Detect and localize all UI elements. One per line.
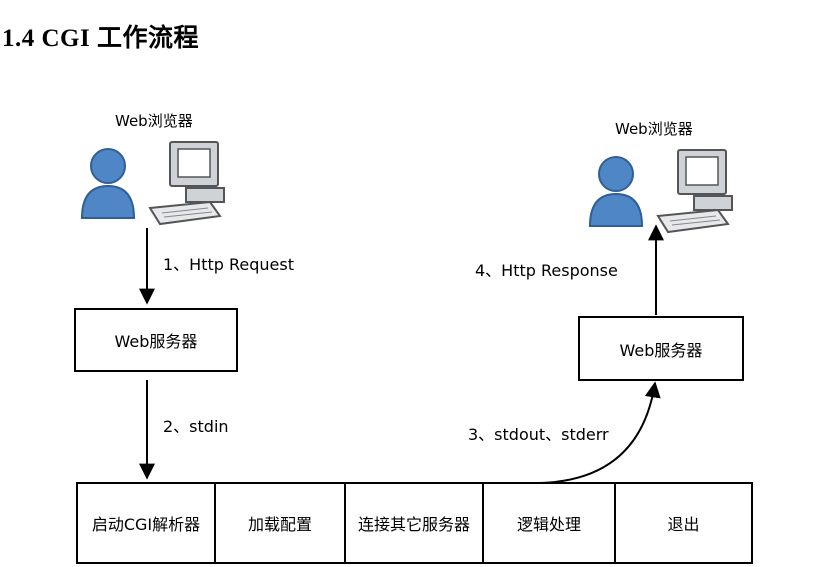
user-icon [588,156,644,227]
response-label: 4、Http Response [475,261,618,280]
process-step: 退出 [667,515,700,534]
process-step: 启动CGI解析器 [78,484,216,562]
left-browser-icon [80,141,225,226]
computer-icon [656,149,733,234]
right-web-server-box: Web服务器 [578,316,744,381]
request-label: 1、Http Request [163,255,294,274]
right-web-server-label: Web服务器 [619,340,703,360]
page-title: 1.4 CGI 工作流程 [2,25,199,52]
left-web-server-label: Web服务器 [114,332,198,351]
stdout-arrow [539,381,661,484]
process-step: 加载配置 [216,484,346,562]
stdin-label: 2、stdin [163,417,229,436]
right-browser-caption: Web浏览器 [615,120,693,138]
computer-icon [148,141,225,226]
cgi-process-bar: 启动CGI解析器 加载配置 连接其它服务器 逻辑处理 退出 [76,482,753,564]
left-web-server-box: Web服务器 [74,308,238,372]
right-browser-icon [588,149,733,234]
stdout-label: 3、stdout、stderr [468,425,609,444]
process-step: 连接其它服务器 [346,484,484,562]
user-icon [80,148,136,219]
left-browser-caption: Web浏览器 [115,112,193,130]
process-step: 逻辑处理 [484,484,616,562]
